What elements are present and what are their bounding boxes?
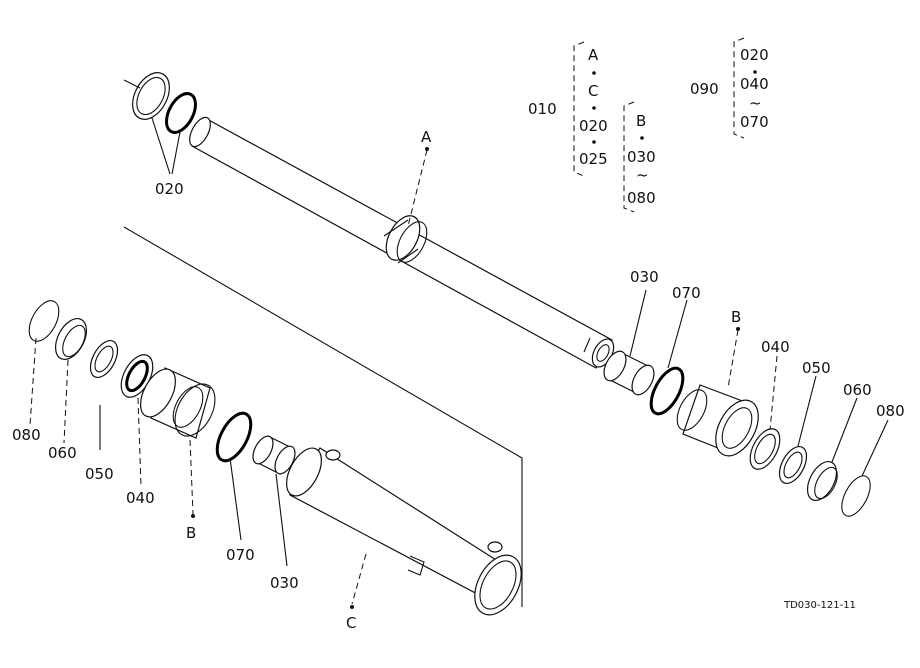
callout-080-left: 080 [12, 426, 41, 444]
seal-050-right [778, 446, 808, 484]
snap-ring-080-left [28, 300, 60, 342]
callout-A: A [421, 128, 432, 146]
o-ring-070-left [215, 411, 253, 463]
kit-010-item: 025 [579, 150, 608, 168]
kit-090-item: 040 [740, 75, 769, 93]
piston-rod [189, 116, 615, 369]
callout-050-left: 050 [85, 465, 114, 483]
bushing-030-right [603, 350, 655, 396]
kit-010-number: 010 [528, 100, 557, 118]
kit-010-item: C [588, 82, 598, 100]
callout-070-right: 070 [672, 284, 701, 302]
cylinder-head-B-right [676, 384, 759, 457]
kit-090-legend: 090 020 040 ~ 070 [690, 37, 769, 139]
rod-seal-020-a [123, 72, 170, 120]
kit-010-item: 020 [579, 117, 608, 135]
wiper-060-right [806, 461, 838, 501]
wiper-060-left [54, 318, 88, 360]
kit-010-item: 080 [627, 189, 656, 207]
cylinder-tube-C [286, 447, 522, 616]
o-ring-070-right [649, 366, 685, 416]
callout-060-left: 060 [48, 444, 77, 462]
callout-020: 020 [155, 180, 184, 198]
callout-030-left: 030 [270, 574, 299, 592]
callout-C: C [346, 614, 356, 632]
callout-040-right: 040 [761, 338, 790, 356]
kit-090-number: 090 [690, 80, 719, 98]
seal-050-left [89, 340, 119, 378]
o-ring-020-b [165, 92, 197, 134]
callout-070-left: 070 [226, 546, 255, 564]
callout-030-right: 030 [630, 268, 659, 286]
kit-010-item: 030 [627, 148, 656, 166]
callout-060-right: 060 [843, 381, 872, 399]
callout-040-left: 040 [126, 489, 155, 507]
kit-090-item: 020 [740, 46, 769, 64]
kit-090-item: 070 [740, 113, 769, 131]
figure-id: TD030-121-11 [783, 600, 856, 611]
kit-010-item: A [588, 46, 599, 64]
bushing-030-left [252, 435, 296, 475]
callout-050-right: 050 [802, 359, 831, 377]
leader-lines [29, 117, 889, 609]
kit-010-item: B [636, 112, 646, 130]
callout-B-right: B [731, 308, 741, 326]
svg-text:~: ~ [636, 166, 649, 184]
callout-B-left: B [186, 524, 196, 542]
cylinder-head-B-left [140, 367, 216, 439]
assembly-bracket-line [123, 226, 523, 607]
seal-040-right [749, 428, 781, 470]
snap-ring-080-right [841, 475, 871, 517]
svg-text:~: ~ [749, 94, 762, 112]
kit-010-legend: 010 A C 020 025 B 030 ~ 080 [528, 41, 656, 213]
callout-080-right: 080 [876, 402, 905, 420]
